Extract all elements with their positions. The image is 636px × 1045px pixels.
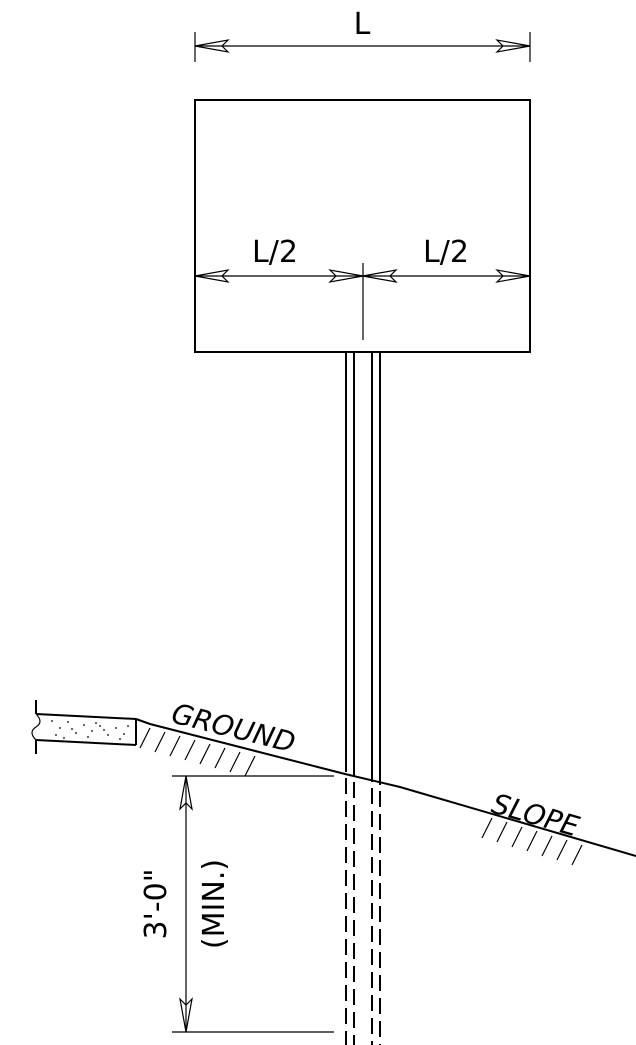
half-width-dimension: L/2 L/2 [194,235,531,340]
embed-depth-dimension: 3'-0" (MIN.) [139,775,334,1033]
embedded-posts [345,778,381,1045]
arrowhead-right [495,39,531,53]
sign-panel [194,99,531,353]
overall-width-dimension: L [194,7,531,62]
dimension-label-half-left: L/2 [252,235,298,270]
ground-line [135,718,636,857]
embed-min-note: (MIN.) [197,859,232,949]
dimension-label-l: L [354,7,371,42]
pavement-stipple [51,720,129,740]
ground-hatching-right [481,817,583,866]
ground-label: GROUND [168,697,298,760]
embed-depth-label: 3'-0" [139,868,174,939]
arrowhead-left [194,39,230,53]
dimension-label-half-right: L/2 [423,235,469,270]
ground-hatching-left [139,727,256,777]
support-posts [345,352,381,785]
shoulder-pavement [31,700,137,754]
